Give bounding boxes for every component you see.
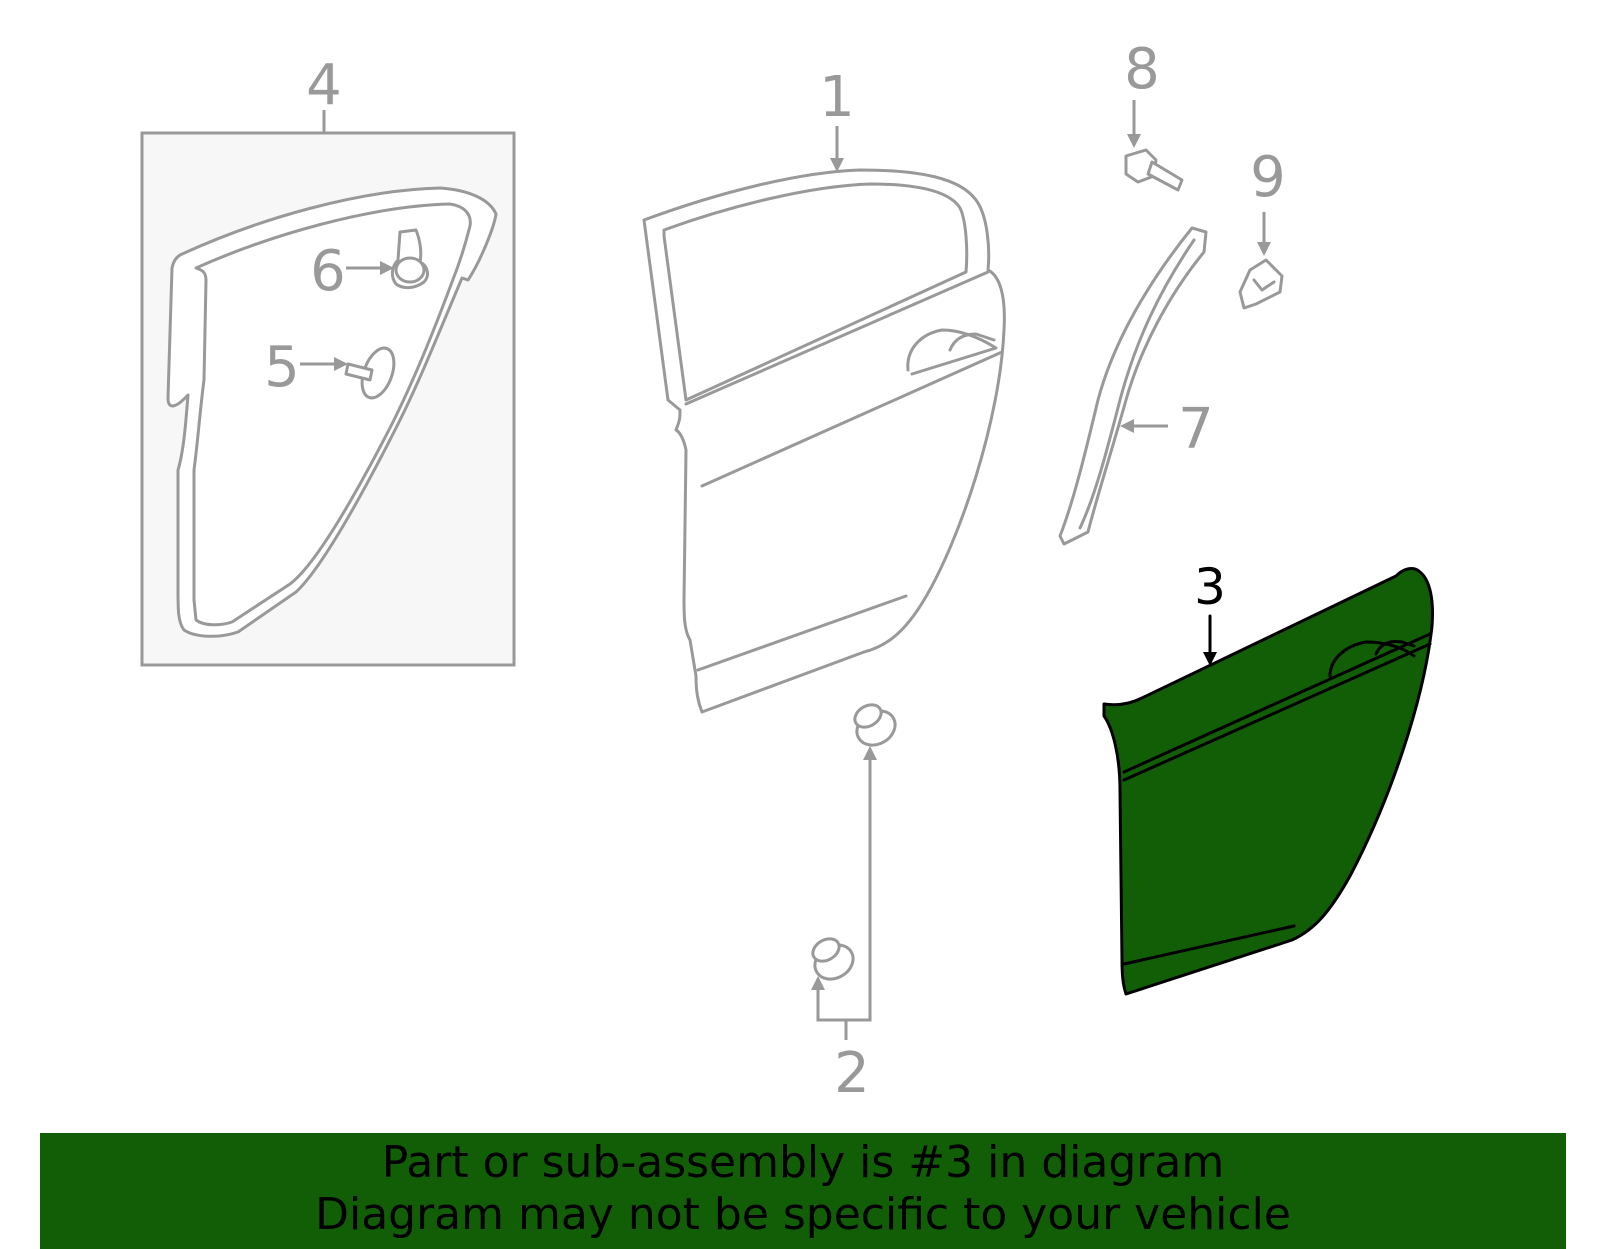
part-6-clip[interactable]: 6 — [310, 228, 429, 304]
part-2-plug-upper — [853, 703, 897, 747]
part-1-window-frame — [662, 182, 969, 402]
part-3-lower-crease — [1122, 924, 1296, 966]
part-3-panel-shape — [1102, 567, 1434, 996]
part-7-trim-outline — [1058, 226, 1208, 546]
part-9-clip-detail — [1252, 278, 1276, 292]
callout-1: 1 — [819, 65, 855, 130]
part-3-handle — [1374, 640, 1416, 656]
part-7-trim-inner — [1078, 238, 1196, 530]
part-1-lower-crease — [696, 594, 908, 672]
part-8-bolt-shank — [1146, 160, 1184, 192]
part-5-pin[interactable]: 5 — [264, 335, 400, 402]
part-1-handle-pocket — [906, 328, 998, 376]
part-4-weatherstrip — [166, 186, 498, 638]
banner-line-2: Diagram may not be specific to your vehi… — [315, 1189, 1291, 1240]
part-8-bolt[interactable]: 8 — [1124, 37, 1184, 192]
part-2-leader — [816, 758, 872, 1022]
part-2-arrowhead-lower — [811, 976, 825, 990]
part-7-sash-trim[interactable]: 7 — [1058, 226, 1214, 546]
part-5-pin-shaft — [344, 362, 374, 382]
callout-2: 2 — [834, 1041, 870, 1106]
part-3-handle-pocket — [1328, 640, 1416, 678]
callout-8: 8 — [1124, 37, 1160, 102]
part-8-arrowhead — [1127, 134, 1141, 148]
part-3-arrowhead — [1203, 652, 1217, 666]
part-5-arrowhead — [334, 357, 348, 371]
part-1-door-shell[interactable]: 1 — [642, 65, 1006, 714]
part-2-plugs[interactable]: 2 — [809, 700, 902, 1106]
callout-5: 5 — [264, 335, 300, 400]
part-7-arrowhead — [1120, 419, 1134, 433]
part-9-clip-body — [1238, 258, 1284, 310]
callout-4: 4 — [306, 53, 342, 118]
info-banner: Part or sub-assembly is #3 in diagram Di… — [40, 1133, 1566, 1249]
callout-6: 6 — [310, 239, 346, 304]
callout-9: 9 — [1250, 145, 1286, 210]
part-9-arrowhead — [1257, 242, 1271, 256]
part-1-door-outline — [642, 168, 1006, 714]
part-6-arrowhead — [380, 261, 394, 275]
part-1-handle — [948, 332, 996, 352]
part-1-body-crease — [700, 350, 1004, 488]
callout-7: 7 — [1178, 397, 1214, 462]
part-4-door-weatherstrip-group[interactable]: 4 6 5 — [140, 53, 516, 667]
part-3-mid-crease — [1122, 632, 1432, 774]
part-6-clip-head — [394, 256, 426, 284]
banner-line-1: Part or sub-assembly is #3 in diagram — [381, 1137, 1225, 1188]
part-3-outer-panel[interactable]: 3 — [1102, 558, 1434, 996]
part-1-arrowhead — [830, 158, 844, 172]
part-2-arrowhead-upper — [863, 746, 877, 760]
part-4-weatherstrip-inner — [192, 202, 472, 627]
callout-3: 3 — [1194, 558, 1226, 616]
part-3-upper-crease — [1122, 642, 1432, 782]
part-2-plug-lower — [811, 937, 855, 981]
part-1-belt-line — [684, 270, 990, 406]
part-9-clip[interactable]: 9 — [1238, 145, 1286, 310]
